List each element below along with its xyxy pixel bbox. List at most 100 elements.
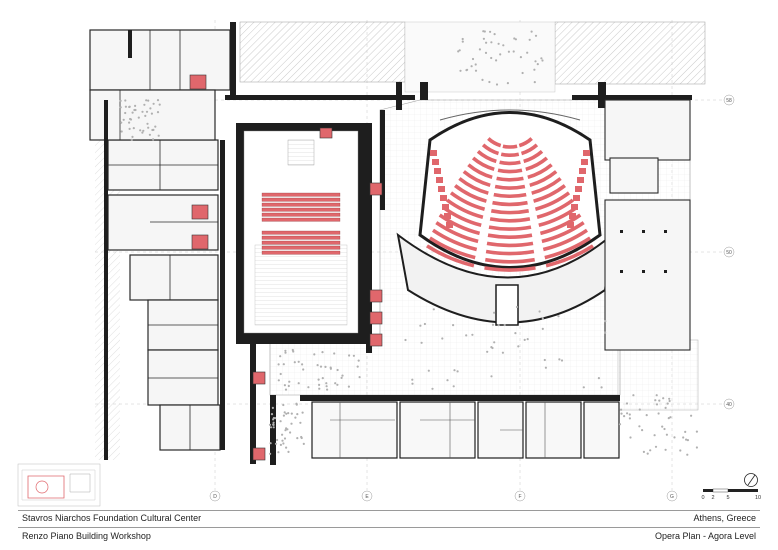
figure-dot [279,443,282,446]
figure-dot [543,358,546,362]
figure-dot [158,103,161,106]
structural-column [664,270,667,273]
figure-dot [150,112,153,115]
opera-seat-row [542,228,588,252]
opera-seat-row [492,200,528,207]
opera-seat-row [453,184,487,203]
figure-dot [419,324,422,327]
figure-dot [526,338,529,341]
figure-dot [137,116,140,119]
figure-dot [288,380,291,383]
figure-dot [281,439,284,442]
figure-dot [321,377,324,380]
figure-dot [124,105,127,108]
structural-column [664,230,667,233]
figure-dot [336,383,339,386]
figure-dot [139,129,142,132]
figure-dot [128,105,131,108]
scale-tick-2: 2 [711,495,714,501]
grid-label-row-58: 58 [726,98,732,104]
title-block-rule-mid [18,527,760,528]
figure-dot [411,378,414,381]
hall-seat-row [261,207,341,212]
opera-auditorium [396,109,614,326]
opera-seat-row [490,209,530,215]
figure-dot [600,386,603,389]
figure-dot [287,450,290,453]
red-service-room [319,127,333,139]
opera-seat-row [476,149,497,164]
figure-dot [289,431,292,434]
opera-seat-row [485,249,535,256]
grid-label-col-f: F [518,494,521,500]
figure-dot [669,416,672,419]
figure-dot [318,387,321,390]
figure-dot [623,415,626,418]
figure-dot [277,379,280,382]
opera-seat-row [520,143,539,156]
figure-dot [297,382,300,385]
figure-dot [686,439,690,442]
opera-seat-row [545,244,594,268]
figure-dot [466,68,469,71]
figure-dot [668,397,671,400]
opera-seat-row [531,177,562,195]
title-block-rule-top [18,510,760,511]
figure-dot [156,99,160,102]
hall-seat-row [261,197,341,202]
figure-dot [143,103,146,106]
figure-dot [142,129,145,132]
opera-seat-row [497,168,523,174]
scale-tick-10: 10 [755,495,761,501]
figure-dot [284,351,287,354]
opera-seat-row [426,244,475,268]
figure-dot [293,361,296,364]
project-title: Stavros Niarchos Foundation Cultural Cen… [22,513,202,523]
figure-dot [284,349,287,352]
figure-dot [558,358,561,361]
figure-dot [282,442,285,445]
figure-dot [334,382,337,385]
rehearsal-hall-seating [261,192,341,255]
figure-dot [488,80,491,84]
hall-seat-row [261,192,341,197]
figure-dot [538,310,541,313]
figure-dot [664,406,667,409]
opera-box-seat-right [571,204,578,210]
figure-dot [493,311,496,314]
figure-dot [521,71,524,75]
figure-dot [514,38,518,41]
figure-dot [149,107,152,110]
opera-seat-row [536,198,574,220]
opera-seat-row [539,213,582,236]
figure-dot [277,451,280,454]
key-plan-icon [17,463,101,507]
opera-seat-row [523,149,544,164]
figure-dot [495,83,499,86]
figure-dot [141,110,144,113]
figure-dot [452,385,455,388]
figure-dot [526,51,529,54]
opera-box-seat-right [567,222,574,228]
figure-dot [695,430,699,433]
figure-dot [502,44,505,47]
figure-dot [560,359,564,362]
figure-dot [682,436,685,439]
figure-dot [145,99,148,102]
figure-dot [507,50,510,53]
opera-box-seat-left [438,186,445,192]
figure-dot [154,125,157,128]
figure-dot [269,442,272,445]
figure-dot [285,427,288,430]
figure-dot [274,442,278,445]
figure-dot [628,413,631,416]
opera-seat-row [484,257,536,264]
figure-dot [296,437,299,440]
figure-dot [283,384,286,387]
hall-seat-row [261,230,341,235]
figure-dot [356,365,359,368]
figure-dot [130,138,133,141]
figure-dot [157,134,160,137]
figure-dot [499,53,502,56]
bottom-rooms-row [311,401,620,459]
